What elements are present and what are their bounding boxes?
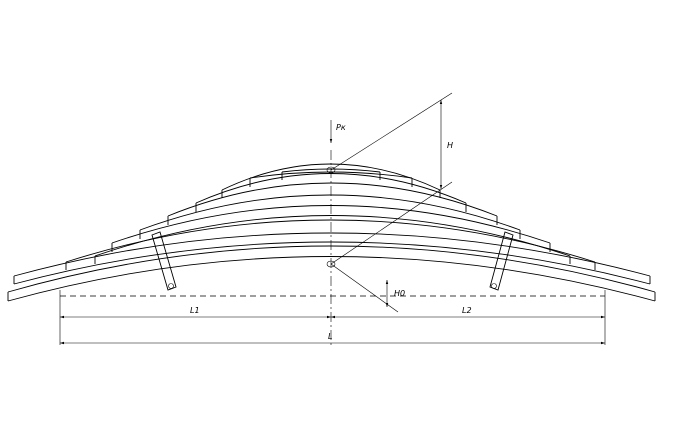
leaf-6 (139, 194, 521, 231)
leaf-main-lower (7, 256, 656, 302)
leaf-top (249, 171, 413, 179)
span-total-label: L (328, 332, 332, 341)
height-label: H (447, 141, 453, 150)
left-clamp (151, 231, 177, 291)
leaf-9 (221, 163, 441, 191)
h0-reference-line (330, 263, 399, 313)
leaf-8 (195, 173, 467, 204)
span-right-label: L2 (462, 306, 472, 315)
spring-leaves (7, 163, 656, 302)
height-zero-label: H0 (394, 289, 405, 298)
leaf-5 (111, 205, 551, 244)
leaf-ends (7, 172, 656, 301)
leaf-7 (167, 182, 498, 217)
leaf-top-short (281, 168, 381, 173)
force-label: Pк (336, 123, 346, 132)
right-clamp (489, 231, 514, 291)
lower-reference-line (330, 181, 453, 265)
span-left-label: L1 (190, 306, 200, 315)
upper-reference-line (330, 92, 453, 171)
leaf-2 (13, 232, 651, 277)
